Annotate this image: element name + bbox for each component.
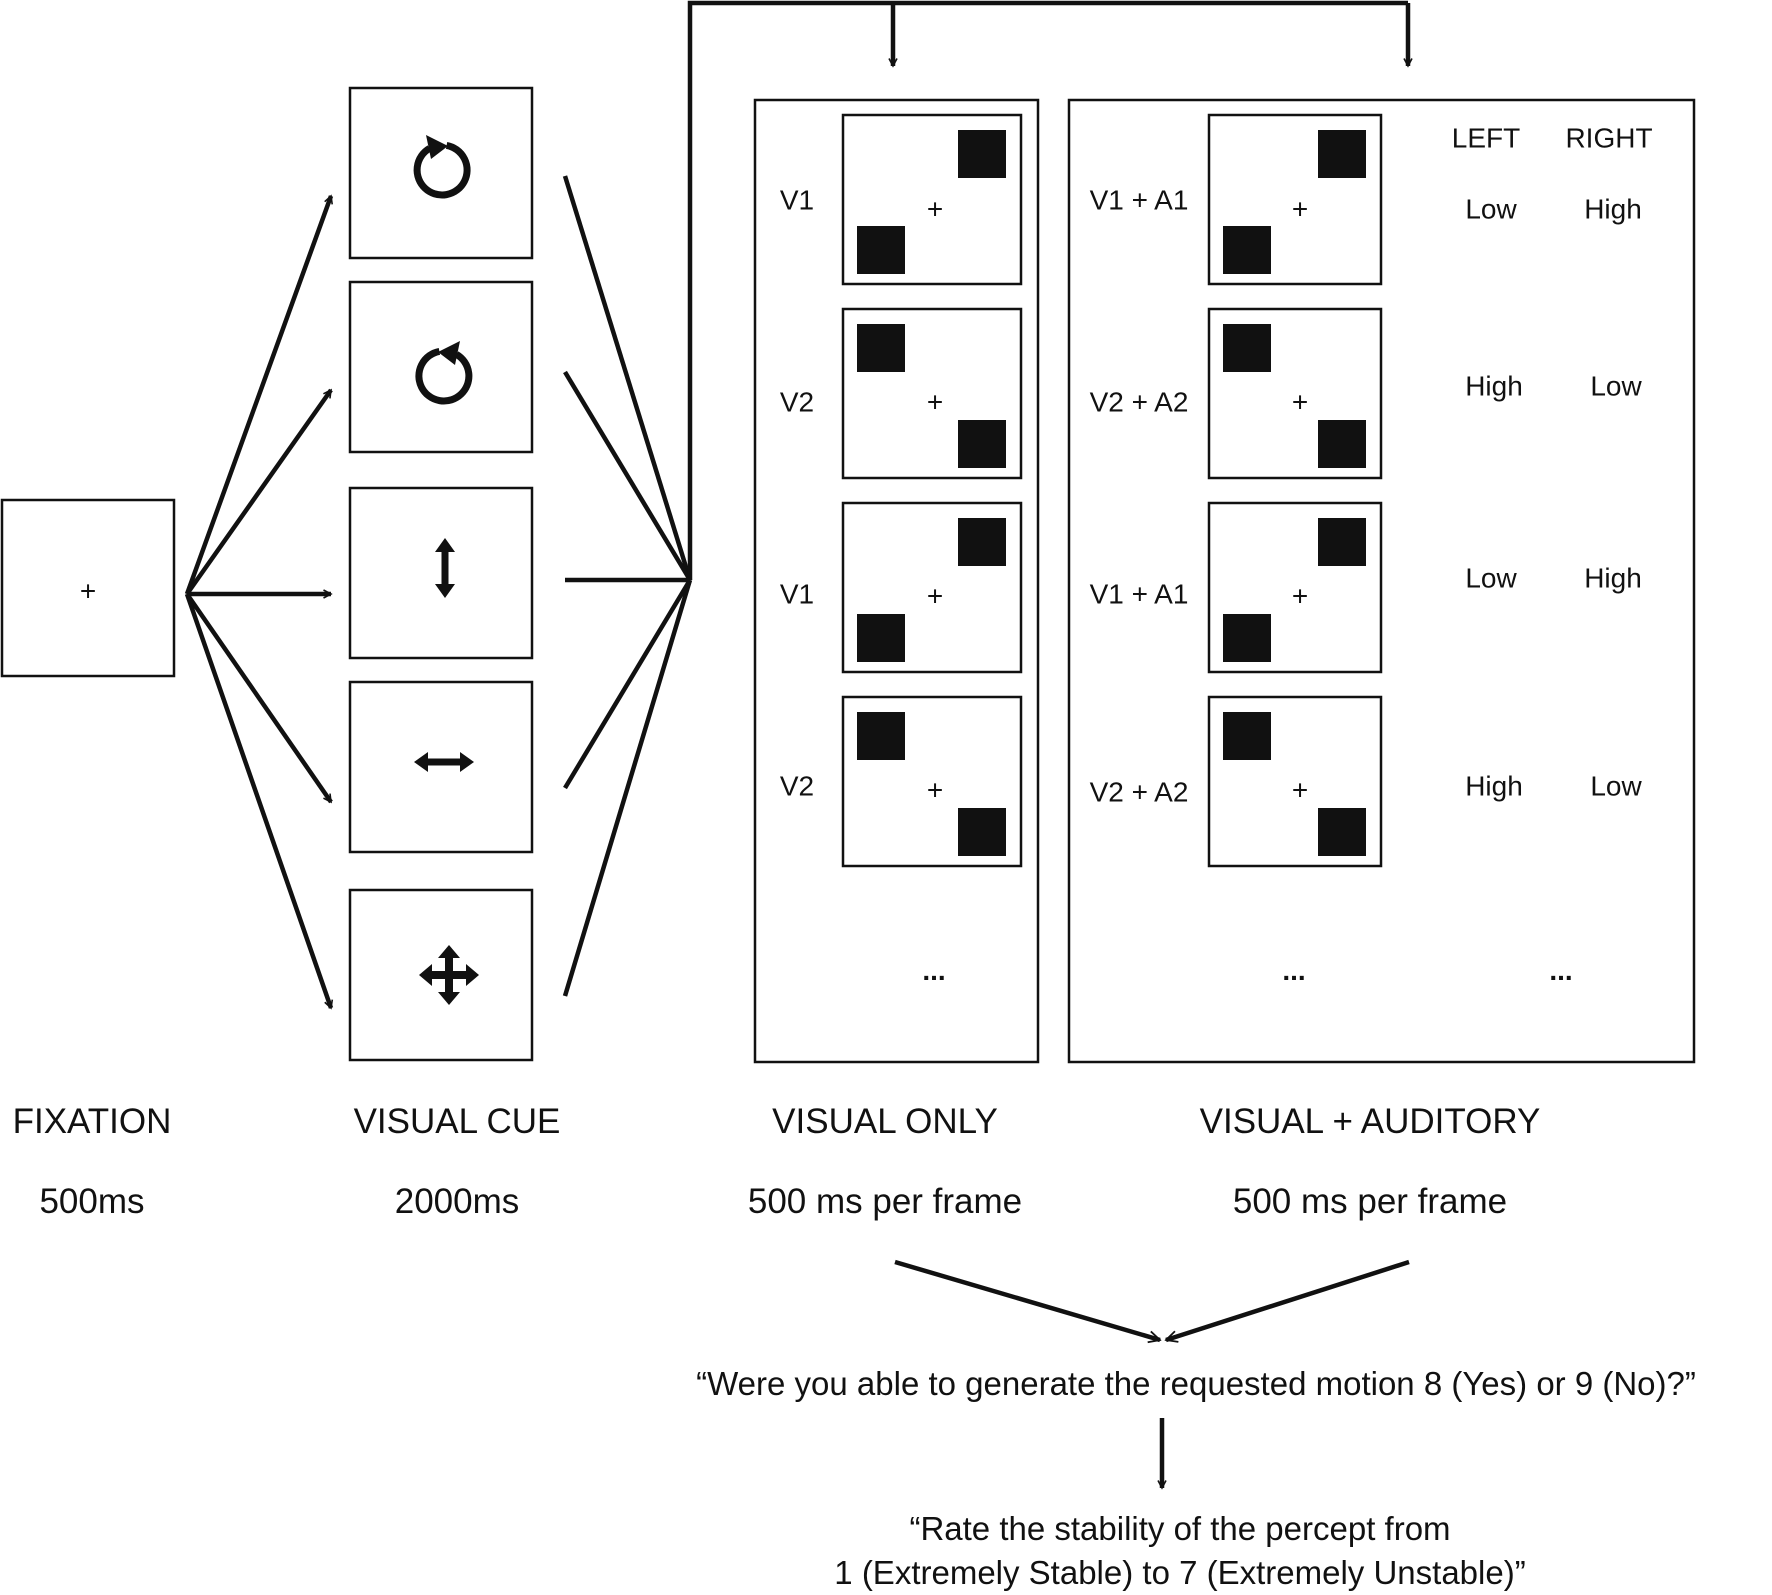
left-tone: High bbox=[1465, 770, 1523, 801]
frame-cross: + bbox=[1292, 580, 1308, 611]
square-bottom-left bbox=[857, 226, 905, 274]
square-top-right bbox=[958, 130, 1006, 178]
question-stability-line2: 1 (Extremely Stable) to 7 (Extremely Uns… bbox=[834, 1554, 1525, 1591]
horizontal-arrow-icon bbox=[414, 752, 474, 772]
frame-cross: + bbox=[927, 386, 943, 417]
frame-cross: + bbox=[927, 774, 943, 805]
visual-auditory-label: VISUAL + AUDITORY bbox=[1200, 1102, 1541, 1141]
vo-frame-4: + V2 bbox=[780, 695, 1023, 868]
square-bottom-right bbox=[958, 420, 1006, 468]
cue-box-1 bbox=[348, 86, 534, 260]
visual-cue-label: VISUAL CUE bbox=[354, 1102, 561, 1141]
visual-auditory-panel: LEFT RIGHT + V1 + A1 Low High + V2 + A2 … bbox=[1067, 98, 1696, 1221]
va-frame-4: + V2 + A2 High Low bbox=[1090, 695, 1642, 868]
frame-label: V1 bbox=[780, 578, 814, 609]
frame-cross: + bbox=[927, 580, 943, 611]
converge-line-4 bbox=[563, 578, 692, 790]
square-top-left bbox=[857, 712, 905, 760]
vo-frame-3: + V1 bbox=[780, 501, 1023, 674]
four-way-arrow-icon bbox=[419, 945, 479, 1005]
frame-label: V1 bbox=[780, 184, 814, 215]
vo-frame-2: + V2 bbox=[780, 307, 1023, 480]
visual-only-ellipsis: ... bbox=[922, 955, 945, 986]
cue-box-3 bbox=[348, 486, 534, 660]
frame-cross: + bbox=[1292, 193, 1308, 224]
left-tone: Low bbox=[1465, 562, 1517, 593]
frame-label: V2 bbox=[780, 386, 814, 417]
cue-box-4 bbox=[348, 680, 534, 854]
square-top-left bbox=[1223, 712, 1271, 760]
response-section: “Were you able to generate the requested… bbox=[696, 1259, 1696, 1591]
va-frame-3: + V1 + A1 Low High bbox=[1090, 501, 1642, 674]
square-bottom-right bbox=[1318, 420, 1366, 468]
square-top-left bbox=[1223, 324, 1271, 372]
va-frame-2: + V2 + A2 High Low bbox=[1090, 307, 1642, 480]
left-tone: High bbox=[1465, 370, 1523, 401]
square-top-right bbox=[1318, 518, 1366, 566]
square-bottom-right bbox=[958, 808, 1006, 856]
arrow-to-cue-5 bbox=[184, 593, 334, 1008]
tone-ellipsis: ... bbox=[1549, 955, 1572, 986]
frame-label: V2 + A2 bbox=[1090, 776, 1189, 807]
square-top-right bbox=[1318, 130, 1366, 178]
cue-to-stimulus-lines bbox=[562, 175, 693, 997]
vo-frame-1: + V1 bbox=[780, 113, 1023, 286]
arrow-right-to-question bbox=[1166, 1259, 1410, 1340]
va-frame-1: + V1 + A1 Low High bbox=[1090, 113, 1642, 286]
converge-line-1 bbox=[562, 175, 693, 581]
visual-cue-duration: 2000ms bbox=[395, 1182, 520, 1221]
arrow-to-cue-1 bbox=[184, 196, 334, 595]
right-tone: High bbox=[1584, 193, 1642, 224]
visual-cue-stage: VISUAL CUE 2000ms bbox=[348, 86, 561, 1221]
question-motion: “Were you able to generate the requested… bbox=[696, 1365, 1696, 1402]
arrow-to-cue-2 bbox=[185, 390, 333, 596]
fixation-label: FIXATION bbox=[13, 1102, 172, 1141]
fixation-cross: + bbox=[80, 575, 96, 606]
square-bottom-right bbox=[1318, 808, 1366, 856]
left-tone: Low bbox=[1465, 193, 1517, 224]
visual-only-panel: + V1 + V2 + V1 + V2 ... VISUAL ONLY 500 … bbox=[748, 98, 1040, 1221]
frame-cross: + bbox=[927, 193, 943, 224]
condition-connector bbox=[687, 0, 1408, 580]
square-bottom-left bbox=[1223, 614, 1271, 662]
square-bottom-left bbox=[1223, 226, 1271, 274]
arrow-left-to-question bbox=[894, 1259, 1160, 1340]
question-stability-line1: “Rate the stability of the percept from bbox=[909, 1510, 1450, 1547]
left-column-header: LEFT bbox=[1452, 122, 1520, 153]
converge-line-5 bbox=[562, 579, 693, 997]
rotate-clockwise-icon bbox=[413, 135, 471, 199]
frame-label: V2 + A2 bbox=[1090, 386, 1189, 417]
visual-auditory-duration: 500 ms per frame bbox=[1233, 1182, 1507, 1221]
fixation-box bbox=[0, 498, 176, 678]
right-tone: Low bbox=[1590, 370, 1642, 401]
cue-box-2 bbox=[348, 280, 534, 454]
vertical-arrow-icon bbox=[435, 538, 455, 598]
frame-label: V1 + A1 bbox=[1090, 184, 1189, 215]
fixation-to-cue-arrows bbox=[184, 196, 334, 1008]
frame-label: V1 + A1 bbox=[1090, 578, 1189, 609]
frame-cross: + bbox=[1292, 386, 1308, 417]
visual-only-label: VISUAL ONLY bbox=[772, 1102, 998, 1141]
right-column-header: RIGHT bbox=[1565, 122, 1652, 153]
visual-only-duration: 500 ms per frame bbox=[748, 1182, 1022, 1221]
right-tone: High bbox=[1584, 562, 1642, 593]
fixation-stage: + FIXATION 500ms bbox=[0, 498, 176, 1221]
rotate-counterclockwise-icon bbox=[415, 341, 473, 405]
visual-auditory-ellipsis: ... bbox=[1282, 955, 1305, 986]
frame-cross: + bbox=[1292, 774, 1308, 805]
right-tone: Low bbox=[1590, 770, 1642, 801]
connector-bracket bbox=[687, 0, 1408, 580]
square-top-left bbox=[857, 324, 905, 372]
arrow-to-cue-4 bbox=[185, 592, 333, 802]
square-top-right bbox=[958, 518, 1006, 566]
square-bottom-left bbox=[857, 614, 905, 662]
fixation-duration: 500ms bbox=[39, 1182, 144, 1221]
converge-line-2 bbox=[563, 370, 692, 582]
frame-label: V2 bbox=[780, 770, 814, 801]
